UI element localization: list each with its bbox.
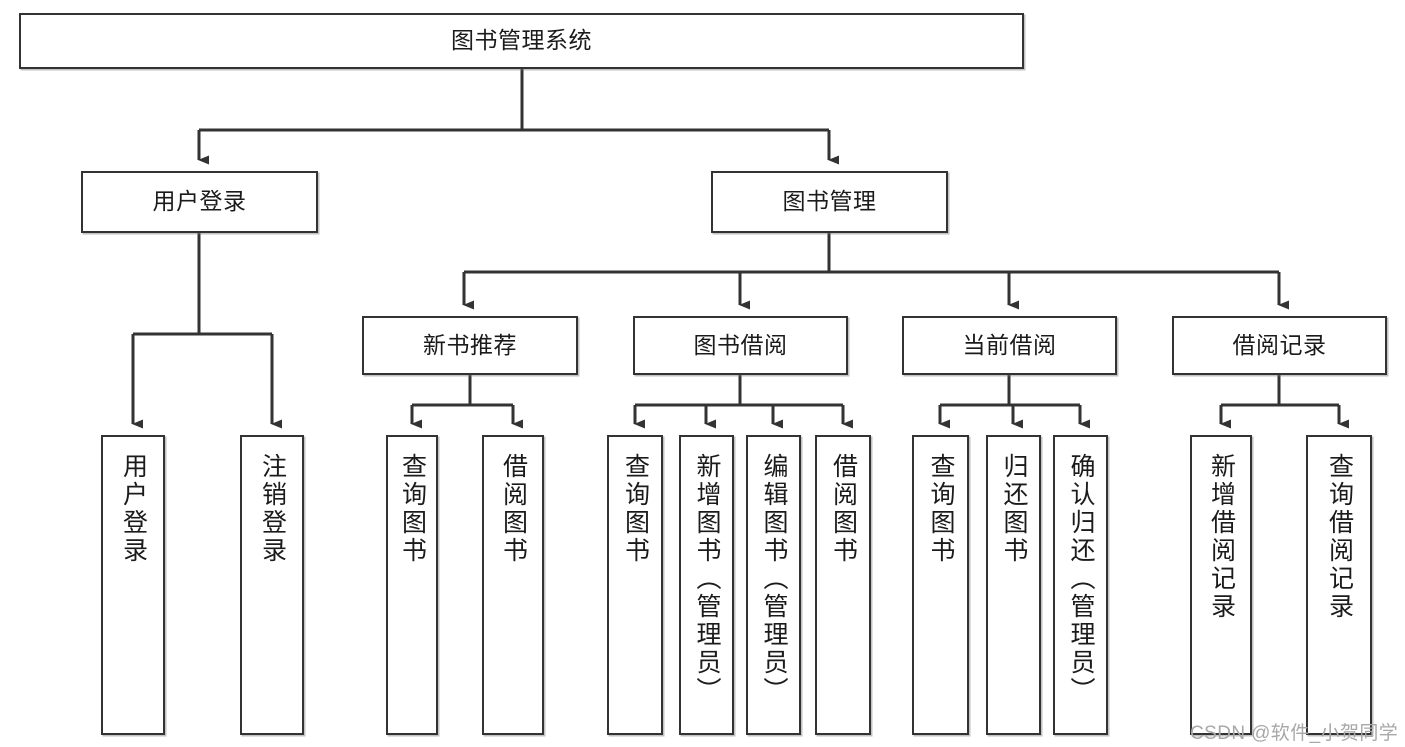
node-book-management[interactable]: 图书管理 xyxy=(711,171,948,233)
node-label-borrow-record: 借阅记录 xyxy=(1232,331,1327,358)
node-current-borrow[interactable]: 当前借阅 xyxy=(902,316,1117,375)
node-label-leaf-add-book-admin: 新增图书（管理员） xyxy=(693,453,721,705)
node-user-login[interactable]: 用户登录 xyxy=(81,171,318,233)
node-label-current-borrow: 当前借阅 xyxy=(962,331,1057,358)
node-label-root: 图书管理系统 xyxy=(451,27,592,54)
node-label-leaf-query-book-borrow: 查询图书 xyxy=(621,453,650,565)
node-label-leaf-add-borrow-record: 新增借阅记录 xyxy=(1207,453,1236,621)
node-label-leaf-query-book-recommend: 查询图书 xyxy=(398,453,427,565)
node-label-book-borrow: 图书借阅 xyxy=(693,331,788,358)
node-leaf-add-book-admin[interactable]: 新增图书（管理员） xyxy=(679,435,734,735)
node-leaf-user-login[interactable]: 用户登录 xyxy=(101,435,165,735)
node-label-book-management: 图书管理 xyxy=(782,188,877,215)
watermark-text: CSDN @软件_小贺同学 xyxy=(1190,723,1399,744)
node-label-new-book-recommend: 新书推荐 xyxy=(423,331,517,358)
node-leaf-borrow-book[interactable]: 借阅图书 xyxy=(815,435,871,735)
node-new-book-recommend[interactable]: 新书推荐 xyxy=(362,316,578,375)
node-leaf-query-book-recommend[interactable]: 查询图书 xyxy=(386,435,438,735)
node-label-leaf-query-borrow-record: 查询借阅记录 xyxy=(1325,453,1354,621)
node-label-leaf-user-login: 用户登录 xyxy=(119,453,148,565)
node-label-leaf-confirm-return-admin: 确认归还（管理员） xyxy=(1067,453,1095,705)
node-leaf-query-book-borrow[interactable]: 查询图书 xyxy=(607,435,663,735)
node-root[interactable]: 图书管理系统 xyxy=(19,13,1024,69)
node-borrow-record[interactable]: 借阅记录 xyxy=(1172,316,1387,375)
node-label-leaf-return-book: 归还图书 xyxy=(1000,453,1028,565)
node-leaf-query-book-current[interactable]: 查询图书 xyxy=(912,435,969,735)
node-label-leaf-borrow-book-recommend: 借阅图书 xyxy=(499,453,528,565)
node-leaf-borrow-book-recommend[interactable]: 借阅图书 xyxy=(482,435,544,735)
node-leaf-edit-book-admin[interactable]: 编辑图书（管理员） xyxy=(746,435,801,735)
node-leaf-add-borrow-record[interactable]: 新增借阅记录 xyxy=(1190,435,1252,735)
node-label-leaf-logout: 注销登录 xyxy=(258,453,287,565)
node-leaf-return-book[interactable]: 归还图书 xyxy=(986,435,1041,735)
node-label-user-login: 用户登录 xyxy=(152,188,247,215)
node-leaf-logout[interactable]: 注销登录 xyxy=(240,435,304,735)
node-label-leaf-borrow-book: 借阅图书 xyxy=(829,453,858,565)
node-label-leaf-edit-book-admin: 编辑图书（管理员） xyxy=(760,453,788,705)
node-leaf-confirm-return-admin[interactable]: 确认归还（管理员） xyxy=(1053,435,1108,735)
node-leaf-query-borrow-record[interactable]: 查询借阅记录 xyxy=(1306,435,1372,735)
node-book-borrow[interactable]: 图书借阅 xyxy=(633,316,848,375)
node-label-leaf-query-book-current: 查询图书 xyxy=(927,453,955,565)
